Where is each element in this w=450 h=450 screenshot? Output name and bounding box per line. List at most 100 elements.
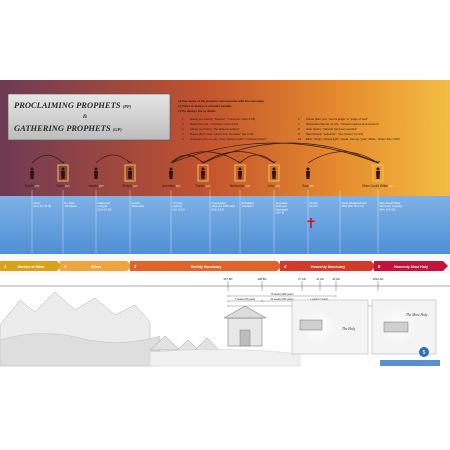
timeline-mark: 34 AD (332, 277, 340, 281)
gathering-prophet-box (57, 164, 69, 182)
cross-icon (307, 218, 315, 228)
prophet-name: Jeremiah (PP) (162, 184, 181, 188)
person-icon (30, 167, 34, 179)
meaning-text: Moses (Moh' ziss) "saved from the water"… (190, 132, 254, 136)
dispensation-label: Altars (91, 265, 101, 269)
dispensation-number: 2 (63, 264, 67, 269)
title-line2: GATHERING PROPHETS (GP) (14, 123, 122, 133)
prophet-name: Moses (GP) (122, 184, 137, 188)
prophet-arc (239, 154, 275, 164)
timeline-mark: 457 BC (223, 277, 232, 281)
dispensation-number: 3 (134, 264, 137, 269)
dispensation-number: 1 (4, 264, 7, 269)
prophet-arc (202, 151, 275, 164)
camp-sketch (149, 335, 220, 353)
most-holy-label: The Most Holy (406, 313, 428, 317)
dispensation-arrow (130, 261, 282, 271)
prophet-arc (31, 154, 64, 164)
temple-sketch (223, 305, 267, 347)
person-icon (306, 167, 310, 179)
meaning-number: 3 (182, 127, 184, 131)
span-label: 62 weeks (434 years) (271, 298, 294, 301)
arc-arrowhead (376, 160, 380, 164)
meaning-text: Jeremiah (Jerr ee' ah), "may Yahweh exal… (190, 137, 267, 141)
dispensation-number: 4 (283, 264, 287, 269)
scenery: The Holy The Most Holy (0, 291, 437, 367)
meaning-number: 1 (182, 117, 184, 121)
prophet-name: Daniel (GP) (196, 184, 211, 188)
timeline-mark: 31 AD (316, 277, 324, 281)
prophet-arcs (31, 142, 380, 164)
meaning-number: 5 (182, 137, 184, 141)
dispensation-arrow (280, 261, 376, 271)
prophet-name: John (GP) (268, 184, 281, 188)
prophet-arc (202, 142, 379, 164)
arc-arrowhead (128, 160, 132, 164)
footer-strip (380, 360, 440, 366)
title-line1: PROCLAIMING PROPHETS (PP) (14, 100, 132, 110)
prophet-name: Noah (GP) (56, 184, 70, 188)
person-icon (61, 167, 65, 179)
meaning-text: Abram (ay' bram), "the father is exalted… (190, 127, 239, 131)
holy-label: The Holy (342, 327, 356, 331)
prophet-name: Ellen Gould White (GP) (362, 184, 393, 188)
meaning-number: 7 (298, 122, 300, 126)
meaning-text: Daniel (Dan' yel), "God is judge" or "ju… (306, 117, 368, 121)
prophets-row: Enoch (PP)Noah (GP)Abram (PP)Moses (GP)J… (25, 164, 394, 188)
meaning-number: 2 (182, 122, 184, 126)
dispensation-number: 5 (378, 264, 381, 269)
span-label: 70 weeks (490 years) (271, 293, 294, 296)
person-icon (201, 167, 205, 179)
person-icon (272, 167, 276, 179)
timeline-mark: 1844 AD (373, 277, 384, 281)
timeline-mark: 27 AD (298, 277, 306, 281)
intro-line: c) It's always life or death. (178, 109, 216, 113)
meaning-text: Noah (Noh uh), "comforter" (Gen 5:29) (190, 122, 238, 126)
meaning-number: 8 (298, 127, 300, 131)
intro-line: b) There is always a remnant people. (178, 104, 232, 108)
dispensation-arrow (60, 261, 132, 271)
person-icon (238, 167, 242, 179)
dispensations-title: The 5 dispensations (6, 256, 39, 260)
person-icon (128, 167, 132, 179)
blue-band (0, 196, 450, 254)
person-icon (169, 167, 173, 179)
gathering-prophet-box (234, 164, 246, 182)
dispensation-label: Garden of Eden (18, 265, 45, 269)
prophet-arc (95, 154, 131, 164)
ground-sketch (149, 349, 301, 367)
intro-line: a) The name of the prophet corresponds w… (178, 99, 265, 103)
dispensation-arrow (374, 261, 448, 271)
person-icon (94, 167, 98, 179)
prophet-name: Saul (PP) (302, 184, 314, 188)
most-holy-ark (383, 321, 409, 333)
timeline-mark: 408 BC (257, 277, 266, 281)
gathering-prophet-box (372, 164, 384, 182)
arc-arrowhead (61, 160, 65, 164)
page-badge (419, 347, 429, 357)
meaning-text: Enoch (en' esech), "Teacher", "instructo… (190, 117, 255, 121)
arc-arrowhead (272, 160, 276, 164)
meaning-number: 6 (298, 117, 300, 121)
person-icon (376, 167, 380, 179)
meaning-text: Ellen, "bright, shining light"; Gould, o… (306, 137, 400, 141)
meaning-text: Nehemiah (Nee'ah mi' ah), "Yahweh inspir… (306, 122, 379, 126)
span-label: 1 week (7 years) (310, 298, 328, 301)
meaning-number: 4 (182, 132, 184, 136)
title-amp: & (83, 114, 88, 120)
gathering-prophet-box (268, 164, 280, 182)
gathering-prophet-box (124, 164, 136, 182)
dispensation-label: Heavenly Most Holy (394, 265, 428, 269)
